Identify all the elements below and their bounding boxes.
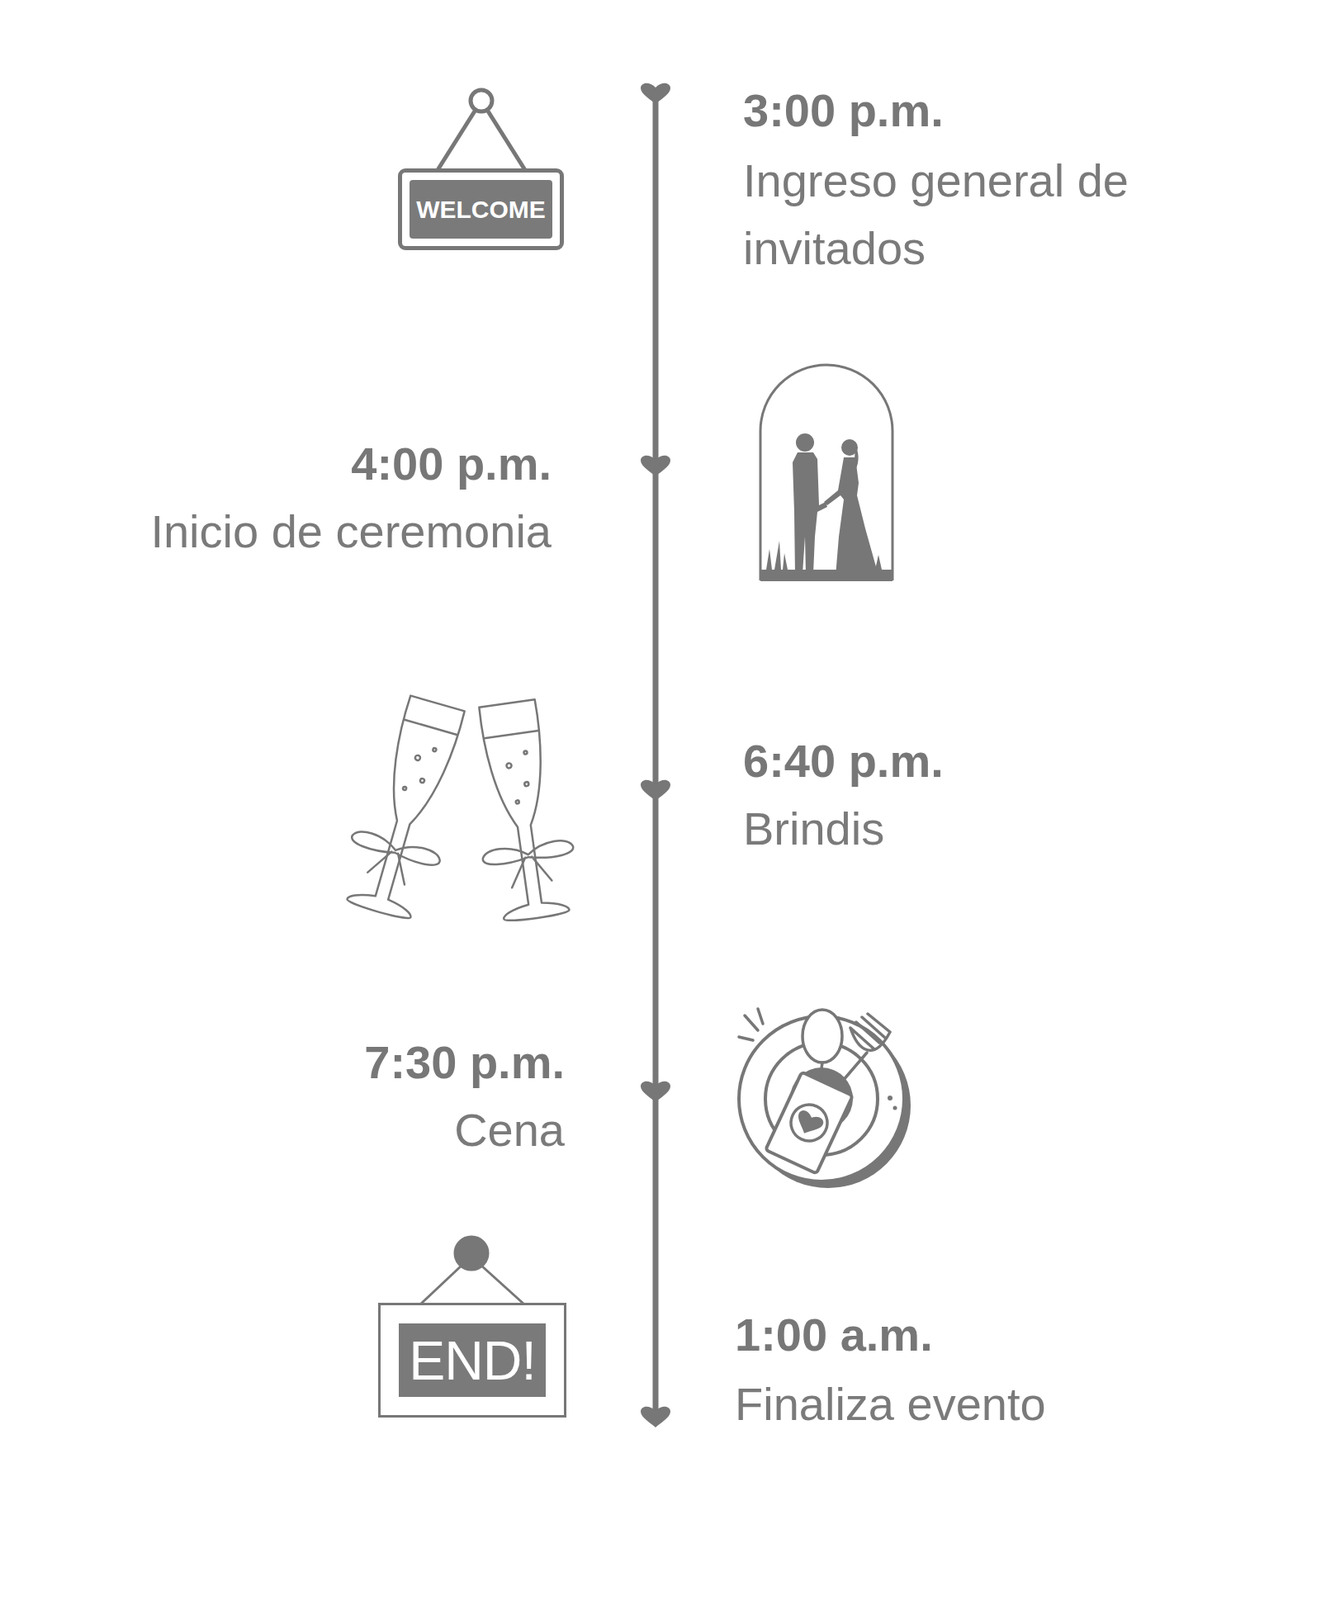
dinner-plate-part-part <box>738 1036 753 1041</box>
event-time: 3:00 p.m. <box>743 76 944 145</box>
dinner-plate-part-part <box>842 1013 891 1082</box>
dinner-plate-part <box>887 1095 893 1101</box>
welcome-sign-hanger-part <box>470 89 493 112</box>
event-description: Finaliza evento <box>734 1370 1047 1439</box>
timeline <box>640 83 671 1428</box>
champagne-glasses-part-part <box>523 750 528 755</box>
welcome-sign-hanger-part <box>487 109 526 171</box>
dinner-plate-part-part <box>802 1009 843 1063</box>
timeline-part-part <box>640 780 671 801</box>
champagne-glasses-part <box>334 691 483 925</box>
welcome-sign: WELCOME <box>397 168 564 251</box>
event-description: Cena <box>454 1096 565 1165</box>
champagne-glasses-part <box>461 696 583 924</box>
timeline-part-part <box>640 1081 671 1103</box>
champagne-glasses-part-part <box>432 748 437 753</box>
event-time: 7:30 p.m. <box>364 1028 565 1097</box>
event-description: Brindis <box>743 795 885 863</box>
welcome-sign-hanger <box>437 89 526 171</box>
timeline-part <box>653 90 659 1416</box>
event-description: Ingreso general de invitados <box>743 146 1132 283</box>
end-sign-hanger <box>421 1236 524 1304</box>
event-time: 6:40 p.m. <box>743 727 944 796</box>
event-time: 1:00 a.m. <box>734 1301 933 1369</box>
couple-arch-part-part <box>766 540 882 570</box>
dinner-plate-part-part <box>765 1072 853 1175</box>
champagne-glasses-part-part <box>345 694 469 921</box>
champagne-glasses-part-part <box>404 719 457 735</box>
dinner-plate-part <box>893 1106 898 1111</box>
couple-arch-part-part <box>823 457 881 577</box>
couple-arch <box>760 364 893 582</box>
couple-arch-part-part <box>792 452 828 574</box>
couple-arch-part-part <box>795 433 815 452</box>
timeline-part-part <box>640 83 671 105</box>
dinner-plate-part-part <box>744 1015 758 1031</box>
dinner-plate-part-part <box>785 1098 834 1147</box>
dinner-plate-part-part <box>757 1008 763 1024</box>
sign-text: END! <box>408 1329 536 1393</box>
champagne-glasses-part-part <box>484 730 539 739</box>
end-sign-hanger-part <box>454 1236 488 1270</box>
end-sign-hanger-part <box>480 1264 524 1304</box>
welcome-sign-hanger-part <box>437 109 476 171</box>
end-sign-hanger-part <box>421 1264 463 1304</box>
event-time: 4:00 p.m. <box>350 430 552 498</box>
couple-arch-part <box>766 433 882 577</box>
champagne-glasses-part-part <box>419 777 425 783</box>
timeline-part <box>640 83 671 1428</box>
dinner-plate-part <box>765 1072 853 1175</box>
champagne-glasses-part-part <box>524 781 530 787</box>
welcome-sign-panel: WELCOME <box>409 179 553 239</box>
end-sign: END! <box>378 1302 567 1418</box>
couple-arch-part <box>760 364 893 581</box>
champagne-glasses-part-part <box>515 800 520 805</box>
champagne-glasses <box>334 691 583 925</box>
dinner-plate <box>738 1008 911 1189</box>
champagne-glasses-part-part <box>481 838 578 892</box>
champagne-glasses-part-part <box>473 698 570 923</box>
champagne-glasses-part-part <box>402 786 408 791</box>
champagne-glasses-part-part <box>506 762 512 769</box>
champagne-glasses-part-part <box>414 754 421 761</box>
timeline-part-part <box>640 455 671 477</box>
champagne-glasses-part-part <box>343 828 443 892</box>
end-sign-panel: END! <box>398 1323 546 1397</box>
sign-text: WELCOME <box>416 195 546 224</box>
dinner-plate-part-part <box>792 1108 826 1140</box>
event-description: Inicio de ceremonia <box>150 497 552 566</box>
timeline-part-part <box>640 1406 671 1428</box>
